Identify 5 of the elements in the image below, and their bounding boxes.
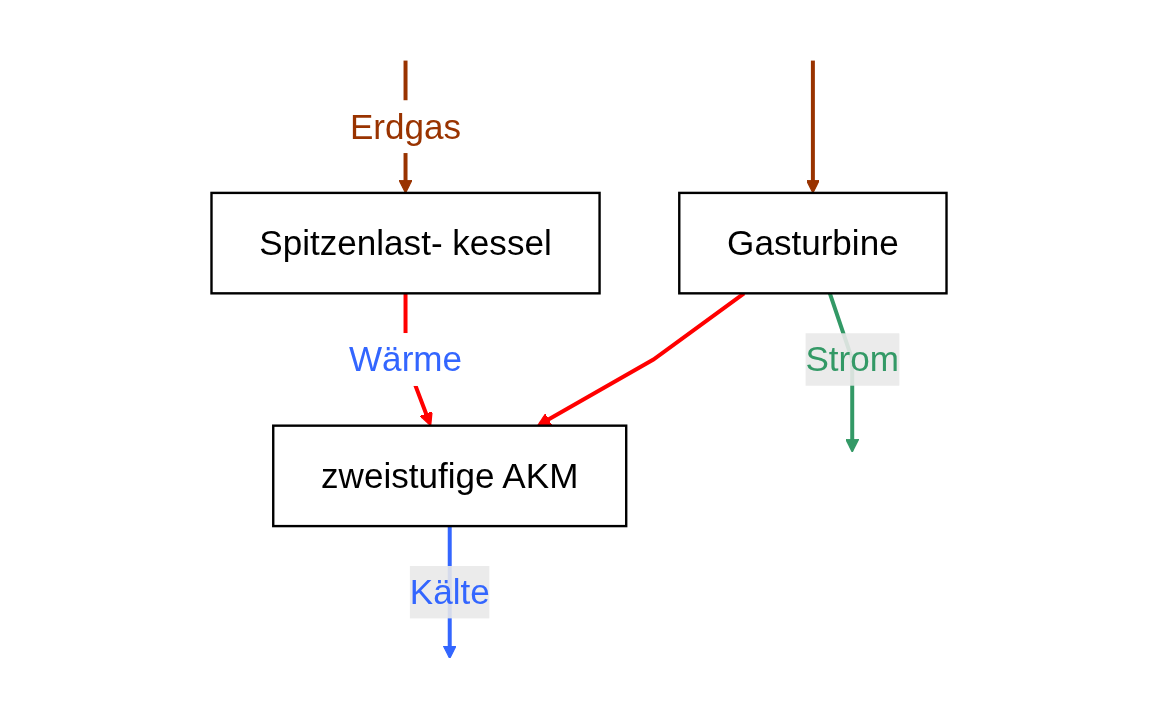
edge-label: Strom bbox=[805, 339, 900, 380]
process-box: zweistufige AKM bbox=[272, 424, 628, 528]
edge-label: Kälte bbox=[409, 572, 490, 613]
process-box: Gasturbine bbox=[678, 191, 948, 295]
process-box: Spitzenlast- kessel bbox=[210, 191, 601, 295]
